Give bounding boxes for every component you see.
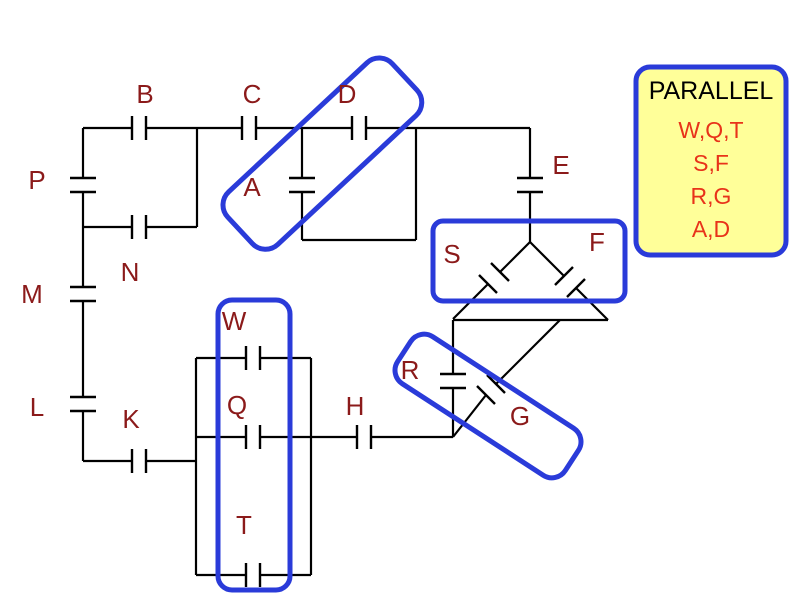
label-g: G xyxy=(510,401,530,431)
label-p: P xyxy=(28,165,45,195)
capacitor-p xyxy=(70,176,96,194)
label-e: E xyxy=(552,150,569,180)
capacitor-f xyxy=(554,266,586,298)
label-s: S xyxy=(443,239,460,269)
capacitor-a xyxy=(289,176,315,194)
component-labels: B C D P A E N S F M W R L K Q H G T xyxy=(21,79,605,540)
label-d: D xyxy=(338,79,357,109)
label-t: T xyxy=(236,510,252,540)
wire-g-lower xyxy=(452,394,487,438)
capacitor-q xyxy=(244,425,262,449)
label-a: A xyxy=(243,172,261,202)
label-n: N xyxy=(121,257,140,287)
parallel-legend: PARALLEL W,Q,T S,F R,G A,D xyxy=(633,64,789,258)
wire-g-upper xyxy=(495,319,561,385)
capacitor-l xyxy=(70,395,96,413)
label-m: M xyxy=(21,279,43,309)
label-q: Q xyxy=(227,390,247,420)
capacitor-d xyxy=(350,116,368,140)
legend-row-ad: A,D xyxy=(692,216,730,242)
label-r: R xyxy=(401,355,420,385)
legend-box xyxy=(633,64,789,258)
label-l: L xyxy=(30,392,44,422)
capacitor-t xyxy=(244,563,262,587)
highlight-box-rg xyxy=(392,331,584,481)
legend-row-sf: S,F xyxy=(693,150,729,176)
highlight-box-wqt xyxy=(215,297,293,593)
wire-f-upper xyxy=(529,241,565,277)
capacitor-e xyxy=(517,176,543,194)
capacitor-r xyxy=(440,372,466,390)
label-f: F xyxy=(589,227,605,257)
highlight-box-sf xyxy=(430,218,628,304)
legend-title: PARALLEL xyxy=(649,77,774,105)
label-c: C xyxy=(243,79,262,109)
capacitors xyxy=(70,116,586,587)
capacitor-n xyxy=(130,215,148,239)
legend-row-wqt: W,Q,T xyxy=(678,117,743,143)
label-k: K xyxy=(122,404,140,434)
capacitor-b xyxy=(130,116,148,140)
highlight-box-ad xyxy=(220,55,425,252)
capacitor-g xyxy=(476,374,506,405)
label-h: H xyxy=(346,391,365,421)
capacitor-s xyxy=(478,262,510,294)
capacitor-k xyxy=(130,449,148,473)
wire-f-lower xyxy=(575,287,609,321)
wire-s-upper xyxy=(499,241,531,273)
capacitor-w xyxy=(244,346,262,370)
capacitor-c xyxy=(240,116,258,140)
capacitor-m xyxy=(70,285,96,303)
label-b: B xyxy=(136,79,153,109)
wires xyxy=(81,126,609,577)
legend-row-rg: R,G xyxy=(691,183,732,209)
parallel-highlights xyxy=(215,55,628,593)
capacitor-h xyxy=(355,425,373,449)
label-w: W xyxy=(222,306,247,336)
